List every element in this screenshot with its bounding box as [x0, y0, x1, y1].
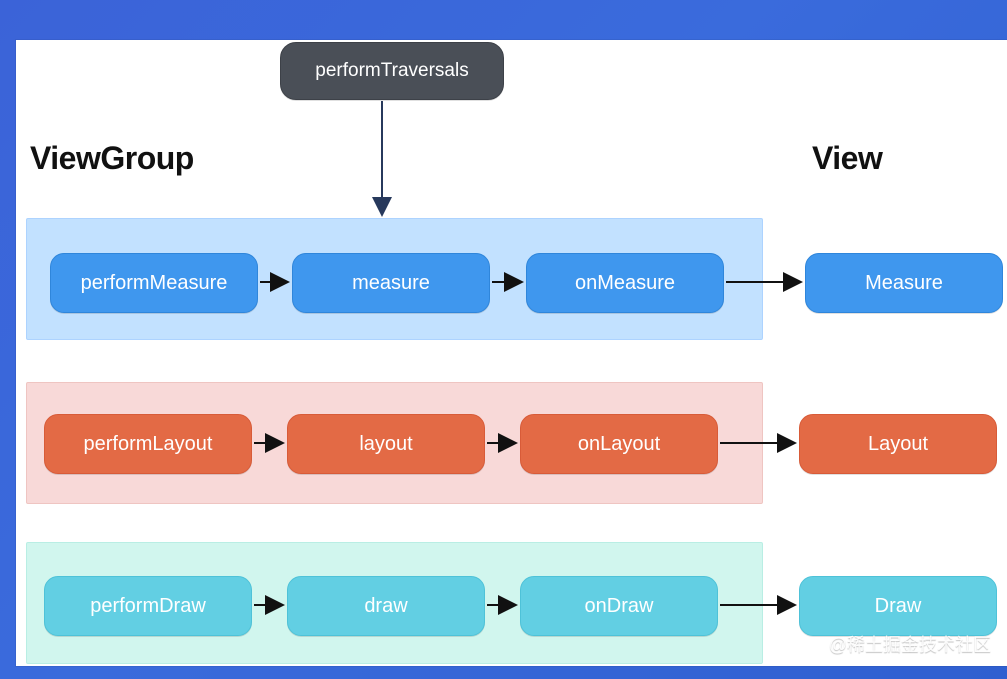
on-layout-node: onLayout [520, 414, 718, 474]
draw-label: draw [364, 594, 408, 617]
perform-layout-label: performLayout [83, 432, 213, 455]
view-draw-node: Draw [799, 576, 997, 636]
view-measure-label: Measure [865, 271, 943, 294]
layout-label: layout [359, 432, 413, 455]
on-draw-node: onDraw [520, 576, 718, 636]
perform-traversals-label: performTraversals [315, 60, 469, 81]
on-measure-label: onMeasure [574, 271, 676, 294]
on-measure-node: onMeasure [526, 253, 724, 313]
perform-measure-label: performMeasure [80, 271, 228, 294]
viewgroup-label: ViewGroup [30, 140, 194, 176]
watermark-text: @稀土掘金技术社区 [828, 635, 991, 655]
on-draw-label: onDraw [584, 594, 654, 617]
view-draw-label: Draw [874, 594, 922, 617]
perform-traversals-node: performTraversals [280, 42, 504, 100]
draw-node: draw [287, 576, 485, 636]
perform-layout-node: performLayout [44, 414, 252, 474]
diagram-canvas: ViewGroup View performTraversals perform… [16, 40, 1007, 666]
measure-node: measure [292, 253, 490, 313]
view-layout-label: Layout [867, 432, 929, 455]
view-label: View [812, 140, 883, 176]
perform-draw-label: performDraw [90, 594, 206, 617]
perform-draw-node: performDraw [44, 576, 252, 636]
perform-measure-node: performMeasure [50, 253, 258, 313]
layout-node: layout [287, 414, 485, 474]
on-layout-label: onLayout [577, 432, 661, 455]
view-measure-node: Measure [805, 253, 1003, 313]
measure-label: measure [352, 271, 430, 294]
view-layout-node: Layout [799, 414, 997, 474]
